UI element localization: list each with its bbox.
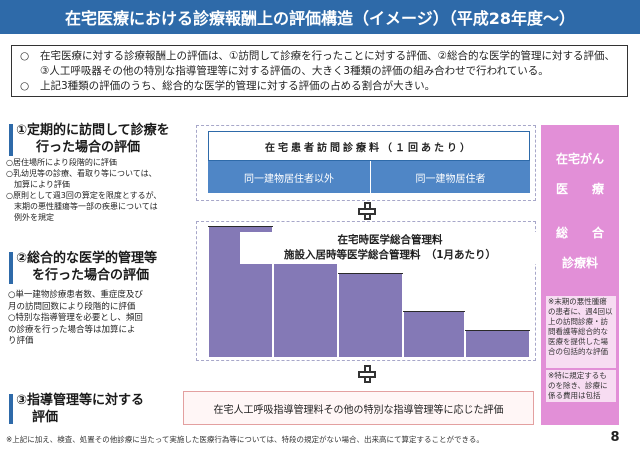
cell-right-text: 同一建物居住者	[415, 173, 486, 185]
cell-left-text: 同一建物居住者以外	[244, 173, 334, 185]
page-number: 8	[604, 430, 626, 445]
pink-note-1: ※末期の悪性腫瘍の患者に、週4回以上の訪問診療・訪問看護等総合的な医療を提供した…	[546, 296, 616, 368]
footnote: ※上記に加え、検査、処置その他診療に当たって実施した医療行為等については、特段の…	[6, 434, 566, 445]
section3-title-line1: ③指導管理等に対する	[16, 393, 145, 408]
note-line: ○居住場所により段階的に評価	[6, 158, 117, 167]
page-title-text: 在宅医療における診療報酬上の評価構造（イメージ）（平成28年度～）	[65, 9, 575, 28]
section1-notes: ○居住場所により段階的に評価 ○乳幼児等の診療、看取り等については、 加算により…	[6, 157, 196, 223]
note-line: 例外を規定	[6, 213, 54, 222]
plus-icon	[358, 365, 376, 383]
section2-notes: ○単一建物診療患者数、重症度及び 月の訪問回数により段階的に評価 ○特別な指導管…	[8, 290, 194, 348]
management-fee-label: 在宅時医学総合管理料 施設入居時等医学総合管理料 （1月あたり）	[240, 232, 540, 264]
note-line: ○原則として週3回の算定を限度とするが、	[6, 191, 162, 200]
plus-icon	[358, 202, 376, 220]
section2-panel	[196, 221, 536, 361]
note-line: の診療を行った場合等は加算によ	[8, 324, 136, 335]
page-title: 在宅医療における診療報酬上の評価構造（イメージ）（平成28年度～）	[0, 0, 640, 34]
step-line	[208, 226, 273, 227]
visit-fee-label: 在宅患者訪問診療料（１回あたり）	[208, 131, 530, 161]
step-line	[465, 330, 530, 331]
note-line: ○特別な指導管理を必要とし、頻回	[8, 313, 143, 323]
management-fee-bar	[465, 330, 530, 358]
heading-accent	[9, 252, 13, 284]
home-cancer-care-title: 在宅がん 医 療 総 合 診療料	[541, 150, 619, 284]
management-fee-label-2: 施設入居時等医学総合管理料 （1月あたり）	[283, 249, 497, 261]
summary-text-1: 在宅医療に対する診療報酬上の評価は、①訪問して診療を行ったことに対する評価、②総…	[40, 50, 616, 62]
note-line: ○乳幼児等の診療、看取り等については、	[6, 169, 157, 178]
pink-line-3: 総 合	[555, 226, 604, 240]
pink-note-1-text: ※末期の悪性腫瘍の患者に、週4回以上の訪問診療・訪問看護等総合的な医療を提供した…	[548, 297, 613, 356]
summary-line-1: ○ 在宅医療に対する診療報酬上の評価は、①訪問して診療を行ったことに対する評価、…	[20, 49, 619, 64]
section1-panel	[196, 125, 536, 201]
section1-heading: ①定期的に訪問して診療を 行った場合の評価	[9, 122, 187, 158]
step-line	[403, 311, 465, 312]
section3-title-line2: 評価	[32, 410, 59, 425]
pink-line-1: 在宅がん	[555, 152, 604, 166]
heading-accent	[9, 394, 13, 424]
circle-bullet: ○	[20, 50, 30, 62]
footnote-text: ※上記に加え、検査、処置その他診療に当たって実施した医療行為等については、特段の…	[6, 435, 484, 444]
visit-fee-label-text: 在宅患者訪問診療料（１回あたり）	[265, 142, 473, 154]
management-fee-bar	[273, 262, 338, 358]
summary-text-2: 上記3種類の評価のうち、総合的な医学的管理に対する評価の占める割合が大きい。	[40, 80, 436, 92]
section2-title-line2: を行った場合の評価	[32, 268, 150, 283]
section2-heading: ②総合的な医学的管理等 を行った場合の評価	[9, 250, 192, 286]
guidance-fee-text: 在宅人工呼吸指導管理料その他の特別な指導管理等に応じた評価	[213, 404, 504, 416]
guidance-fee-box: 在宅人工呼吸指導管理料その他の特別な指導管理等に応じた評価	[183, 391, 534, 425]
visit-fee-cell-right: 同一建物居住者	[371, 161, 530, 193]
note-line: 末期の悪性腫瘍等一部の疾患については	[6, 202, 158, 211]
management-fee-label-1: 在宅時医学総合管理料	[337, 234, 443, 246]
visit-fee-cell-left: 同一建物居住者以外	[208, 161, 370, 193]
page-number-text: 8	[610, 430, 620, 445]
heading-accent	[9, 124, 13, 156]
pink-line-4: 診療料	[561, 256, 598, 270]
pink-line-2: 医 療	[555, 182, 604, 196]
note-line: 加算により評価	[6, 180, 70, 189]
pink-note-2: ※特に規定するものを除き、診療に係る費用は包括	[546, 370, 616, 402]
management-fee-bar	[403, 311, 465, 358]
step-line	[338, 273, 403, 274]
note-line: 月の訪問回数により段階的に評価	[8, 301, 136, 312]
section2-title-line1: ②総合的な医学的管理等	[16, 251, 158, 266]
management-fee-bar	[338, 273, 403, 358]
summary-box: ○ 在宅医療に対する診療報酬上の評価は、①訪問して診療を行ったことに対する評価、…	[11, 45, 628, 97]
note-line: ○単一建物診療患者数、重症度及び	[8, 290, 143, 300]
section3-heading: ③指導管理等に対する 評価	[9, 392, 192, 426]
section1-title-line2: 行った場合の評価	[36, 140, 141, 155]
section1-title-line1: ①定期的に訪問して診療を	[16, 123, 170, 138]
summary-text-1b: ③人工呼吸器その他の特別な指導管理等に対する評価の、大きく3種類の評価の組み合わ…	[40, 65, 549, 77]
pink-note-2-text: ※特に規定するものを除き、診療に係る費用は包括	[548, 371, 608, 400]
summary-line-2: ○ 上記3種類の評価のうち、総合的な医学的管理に対する評価の占める割合が大きい。	[20, 79, 619, 94]
note-line: り評価	[8, 336, 34, 346]
circle-bullet: ○	[20, 80, 30, 92]
